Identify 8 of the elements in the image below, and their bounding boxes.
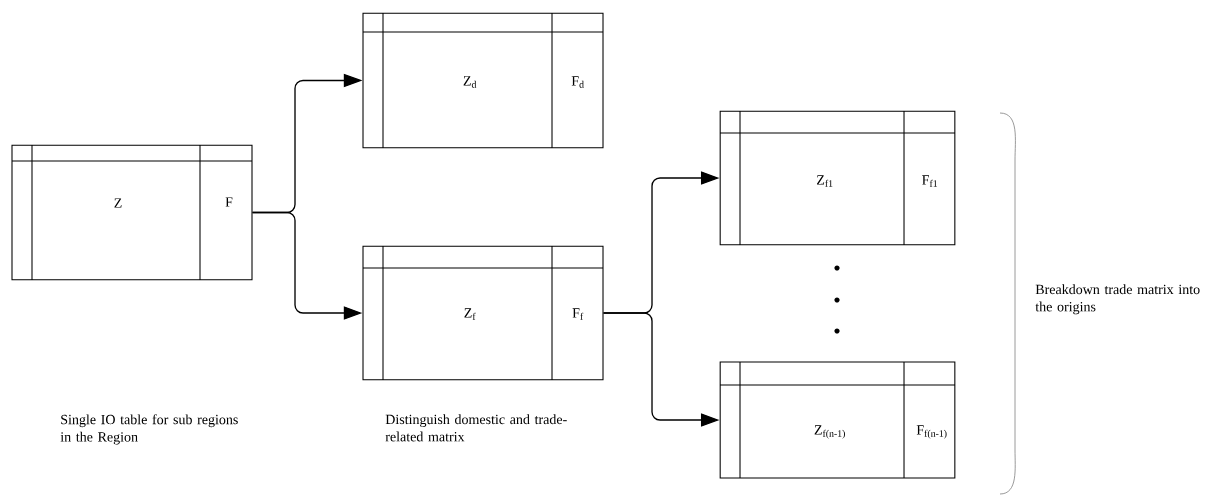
caption-text: Distinguish domestic and trade-related matrix	[385, 414, 567, 442]
io-table: Z$_{f}$ F$_{f}$	[362, 245, 604, 381]
caption-text: Breakdown trade matrix into the origins	[1035, 284, 1200, 315]
io-table: Z$_{f(n-1)}$ F$_{f(n-1)}$	[719, 361, 956, 479]
io-table: Z$_{f1}$ F$_{f1}$	[719, 110, 956, 246]
io-table: Z F	[11, 144, 253, 281]
caption-text: Single IO table for sub regions in the Region	[60, 414, 238, 445]
io-table: Z$_{d}$ F$_{d}$	[362, 12, 604, 149]
